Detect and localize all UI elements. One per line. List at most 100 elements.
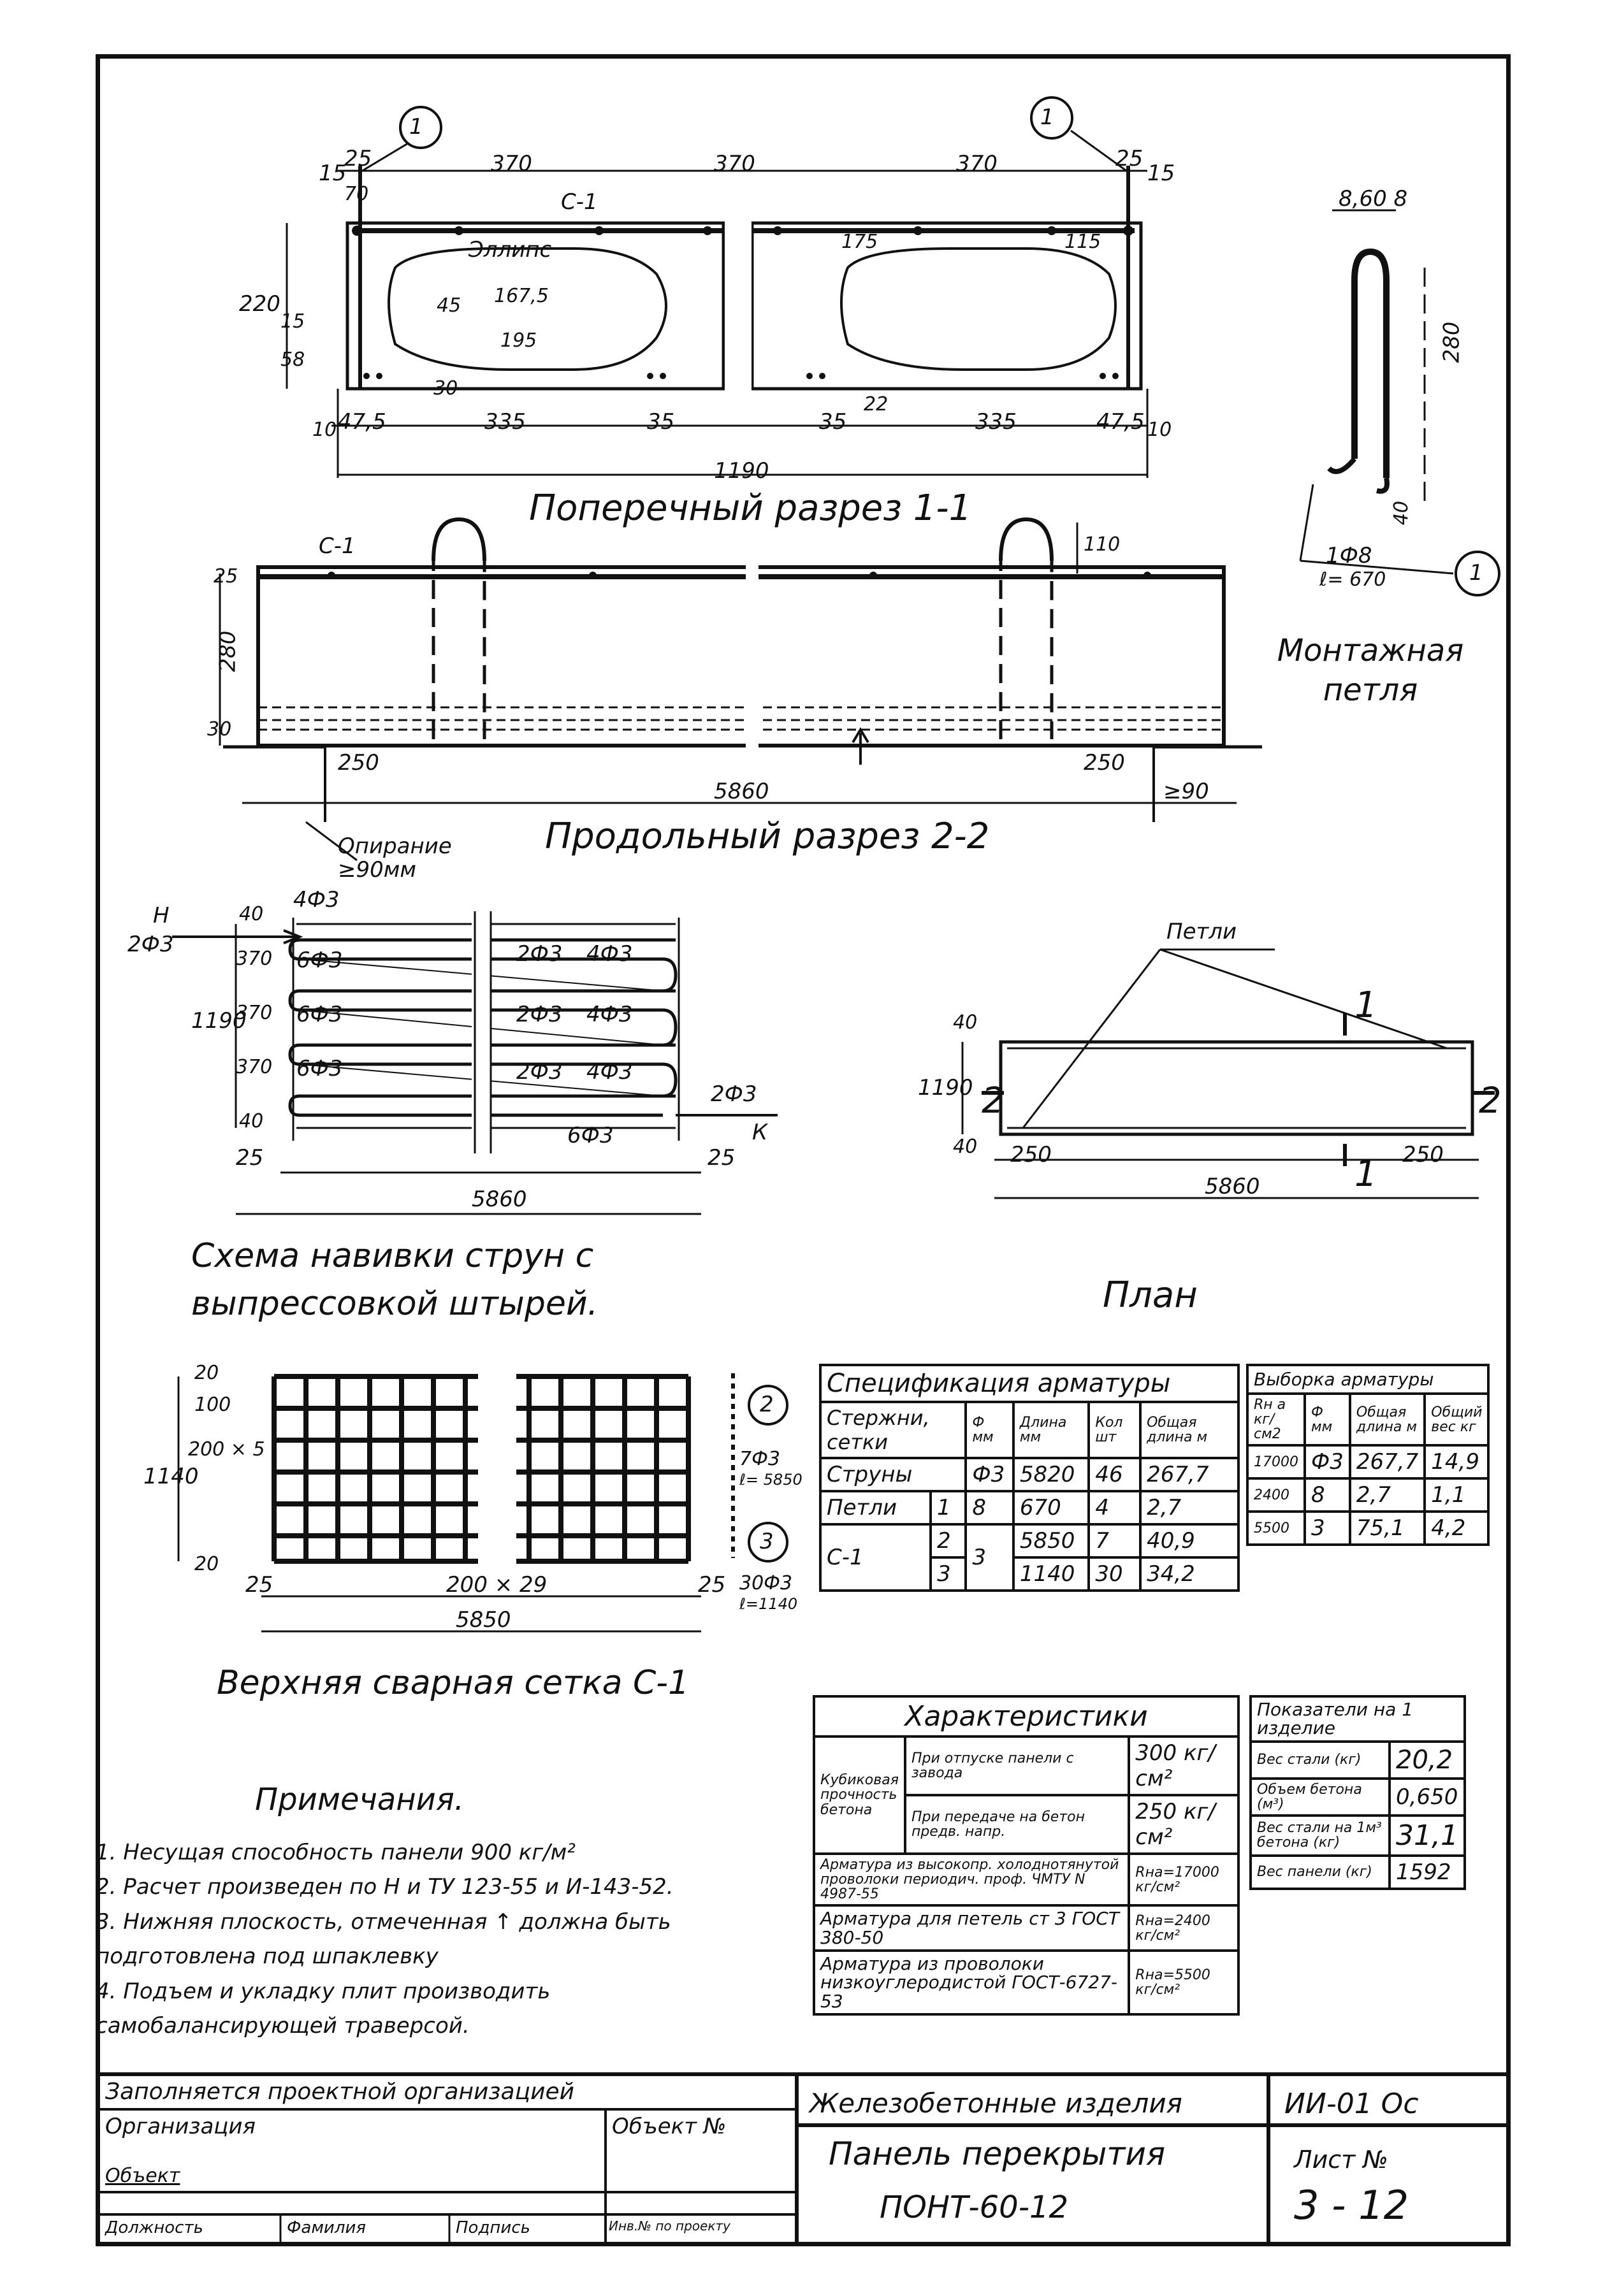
note-item: 2. Расчет произведен по Н и ТУ 123-55 и …	[96, 1874, 674, 1900]
plan-sec-1-top: 1	[1354, 985, 1377, 1026]
spec-top: 4Ф3	[293, 887, 340, 913]
table-row: Вес панели (кг)1592	[1249, 1854, 1466, 1890]
title-longitudinal: Продольный разрез 2-2	[545, 816, 990, 857]
table-row: Арматура из проволоки низкоуглеродистой …	[812, 1949, 1240, 2016]
table-row: Арматура из высокопр. холоднотянутой про…	[812, 1852, 1240, 1907]
char-value: 250 кг/см²	[1128, 1794, 1240, 1855]
marker-1-right: 1	[1040, 105, 1054, 130]
spec-cell: 1	[929, 1490, 968, 1526]
char-cell: Арматура из проволоки низкоуглеродистой …	[812, 1949, 1131, 2016]
dim-250-right-long: 250	[1084, 750, 1125, 776]
dim-110: 110	[1084, 533, 1121, 556]
spec-2-c: 2Ф3	[516, 1059, 563, 1085]
dim-25-scheme-right: 25	[708, 1145, 736, 1171]
dim-370-scheme-b: 370	[236, 1002, 273, 1024]
stamp-position: Должность	[105, 2218, 203, 2237]
dim-35-right: 35	[819, 409, 847, 435]
char-side-label: Кубиковая прочность бетона	[813, 1735, 906, 1855]
plan-view	[961, 948, 1495, 1199]
title-cross-section: Поперечный разрез 1-1	[529, 487, 972, 529]
sel-cell: 75,1	[1348, 1510, 1427, 1547]
spec-cell: 5850	[1012, 1523, 1091, 1559]
mesh-dim-200x29: 200 × 29	[446, 1572, 548, 1598]
sel-cell: 1,1	[1423, 1477, 1490, 1513]
mesh-dim-20-top: 20	[194, 1362, 219, 1384]
sel-cell: 8	[1303, 1477, 1351, 1513]
spec-cell: 8	[964, 1490, 1015, 1526]
sel-head-r: Rн а кг/см2	[1246, 1392, 1306, 1447]
sel-cell: 267,7	[1348, 1444, 1427, 1480]
table-row: При передаче на бетон предв. напр. 250 к…	[814, 1794, 1240, 1855]
stamp-surname: Фамилия	[287, 2218, 366, 2237]
char-cell: При отпуске панели с завода	[903, 1735, 1131, 1796]
sel-cell: 3	[1303, 1510, 1351, 1547]
dim-58: 58	[280, 349, 305, 371]
loop-length: ℓ= 670	[1319, 568, 1386, 591]
loop-dim-280: 280	[1439, 321, 1465, 363]
mesh-dim-5850: 5850	[456, 1607, 511, 1633]
ind-cell: Объем бетона (м³)	[1249, 1777, 1391, 1817]
loop-detail	[1299, 209, 1500, 596]
ind-cell: Вес стали (кг)	[1249, 1740, 1391, 1780]
table-row: 2400 8 2,7 1,1	[1246, 1477, 1490, 1513]
dim-335-left: 335	[484, 409, 526, 435]
spec-cell: Струны	[818, 1457, 968, 1492]
label-loops: Петли	[1166, 919, 1237, 944]
label-c1-section: С-1	[561, 189, 598, 215]
table-row: Вес стали на 1м³ бетона (кг)31,1	[1249, 1814, 1466, 1857]
note-item: 3. Нижняя плоскость, отмеченная ↑ должна…	[96, 1909, 671, 1970]
spec-cell: 40,9	[1139, 1523, 1240, 1559]
dim-30-long: 30	[207, 718, 232, 740]
spec-6-c: 6Ф3	[296, 1056, 343, 1081]
spec-head-len: Длина мм	[1012, 1401, 1091, 1459]
dim-195: 195	[500, 329, 537, 352]
title-mesh: Верхняя сварная сетка С-1	[217, 1664, 690, 1702]
spec-title: Спецификация арматуры	[819, 1364, 1240, 1403]
table-row: 3 1140 30 34,2	[820, 1556, 1240, 1592]
strand-scheme	[172, 911, 778, 1215]
dim-22: 22	[864, 393, 889, 415]
title-loop: Монтажная петля	[1277, 633, 1464, 709]
stamp-sheet-no: 3 - 12	[1294, 2182, 1409, 2228]
spec-cell: 1140	[1012, 1556, 1091, 1592]
mesh-marker-2: 2	[760, 1392, 774, 1417]
char-value: Rнa=2400 кг/см²	[1128, 1904, 1240, 1953]
table-row: Арматура для петель ст 3 ГОСТ 380-50 Rнa…	[812, 1904, 1240, 1953]
table-row: 5500 3 75,1 4,2	[1246, 1510, 1490, 1547]
table-row: Струны Ф3 5820 46 267,7	[818, 1457, 1240, 1492]
note-item: 1. Несущая способность панели 900 кг/м²	[96, 1840, 576, 1865]
dim-40-scheme-bottom: 40	[239, 1110, 264, 1132]
plan-sec-2-right: 2	[1479, 1080, 1502, 1122]
char-cell: Арматура для петель ст 3 ГОСТ 380-50	[812, 1904, 1131, 1953]
char-value: Rнa=5500 кг/см²	[1128, 1949, 1240, 2016]
spec-end: 2Ф3	[711, 1081, 757, 1107]
spec-head-name: Стержни, сетки	[818, 1401, 968, 1459]
notes-list: 1. Несущая способность панели 900 кг/м² …	[96, 1835, 784, 2043]
spec-head-total: Общая длина м	[1139, 1401, 1240, 1459]
ind-value: 0,650	[1388, 1777, 1466, 1817]
table-row: Объем бетона (м³)0,650	[1249, 1777, 1466, 1817]
label-k: К	[752, 1120, 768, 1145]
spec-6-d: 6Ф3	[567, 1123, 614, 1148]
spec-cell: 46	[1087, 1457, 1142, 1492]
dim-25-left: 25	[344, 146, 372, 171]
loop-dim-top: 8,60 8	[1339, 186, 1408, 212]
stamp-series: Железобетонные изделия	[810, 2088, 1182, 2119]
plan-dim-250-left: 250	[1010, 1142, 1052, 1167]
dim-10-right: 10	[1147, 419, 1172, 441]
mesh-spec-3: 30Ф3	[739, 1572, 793, 1594]
char-cell: При передаче на бетон предв. напр.	[903, 1794, 1131, 1855]
char-cell: Арматура из высокопр. холоднотянутой про…	[812, 1852, 1131, 1907]
label-h: Н	[153, 903, 170, 928]
label-c1-long: С-1	[319, 533, 356, 559]
plan-sec-1-bottom: 1	[1354, 1153, 1377, 1195]
spec-cell: 3	[964, 1523, 1015, 1592]
loop-spec: 1Ф8	[1326, 543, 1372, 568]
spec-2-b: 2Ф3	[516, 1002, 563, 1027]
dim-support-right: ≥90	[1163, 779, 1209, 804]
dim-175: 175	[841, 231, 878, 253]
mesh-marker-3: 3	[760, 1529, 774, 1554]
sel-cell: 2400	[1246, 1477, 1306, 1513]
mesh-len-3: ℓ=1140	[739, 1595, 798, 1613]
spec-start: 2Ф3	[127, 932, 174, 957]
